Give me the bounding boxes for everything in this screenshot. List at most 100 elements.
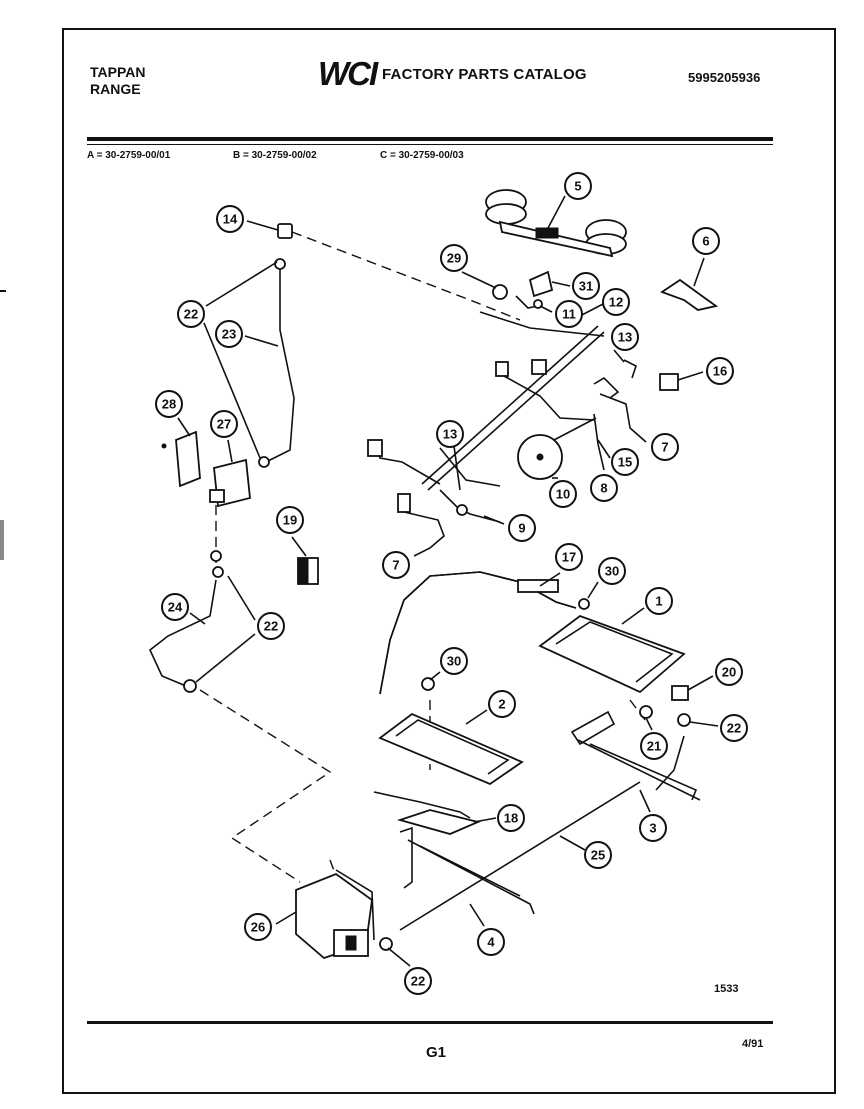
svg-text:6: 6 — [702, 234, 709, 249]
callout-30-b: 30 — [440, 647, 468, 675]
svg-text:29: 29 — [447, 251, 461, 266]
model-b: B = 30-2759-00/02 — [233, 150, 317, 161]
bracket-6 — [660, 257, 719, 311]
svg-text:30: 30 — [605, 564, 619, 579]
rod-25 — [399, 781, 641, 931]
part-30-upper — [421, 671, 441, 691]
svg-text:22: 22 — [184, 307, 198, 322]
part-18 — [373, 791, 497, 835]
svg-text:25: 25 — [591, 848, 605, 863]
svg-text:12: 12 — [609, 295, 623, 310]
callout-22-b: 22 — [257, 612, 285, 640]
svg-text:1: 1 — [655, 594, 662, 609]
callout-12: 12 — [602, 288, 630, 316]
callout-5: 5 — [564, 172, 592, 200]
callout-23: 23 — [215, 320, 243, 348]
callout-24: 24 — [161, 593, 189, 621]
regulator-27-28 — [161, 417, 251, 508]
model-c: C = 30-2759-00/03 — [380, 150, 464, 161]
svg-text:26: 26 — [251, 920, 265, 935]
burner-tube-4 — [399, 826, 535, 927]
svg-text:24: 24 — [168, 600, 183, 615]
svg-text:28: 28 — [162, 397, 176, 412]
wci-logo: WCI — [318, 56, 380, 90]
svg-text:27: 27 — [217, 417, 231, 432]
igniter-cluster-upper — [495, 349, 704, 443]
callout-19: 19 — [276, 506, 304, 534]
svg-text:4: 4 — [487, 935, 495, 950]
callout-15: 15 — [611, 448, 639, 476]
svg-text:22: 22 — [411, 974, 425, 989]
manifold-pipe — [421, 311, 605, 491]
catalog-title: FACTORY PARTS CATALOG — [382, 66, 587, 83]
callout-6: 6 — [692, 227, 720, 255]
revision-date: 4/91 — [742, 1038, 764, 1050]
burner-plate-1 — [538, 607, 686, 694]
svg-text:30: 30 — [447, 654, 461, 669]
svg-text:21: 21 — [647, 739, 661, 754]
valve-26 — [275, 869, 375, 960]
svg-text:10: 10 — [556, 487, 570, 502]
svg-text:31: 31 — [579, 279, 593, 294]
svg-text:14: 14 — [223, 212, 238, 227]
svg-text:13: 13 — [618, 330, 632, 345]
callout-13-a: 13 — [611, 323, 639, 351]
model-a: A = 30-2759-00/01 — [87, 150, 171, 161]
svg-text:8: 8 — [600, 481, 607, 496]
callout-25: 25 — [584, 841, 612, 869]
svg-text:2: 2 — [498, 697, 505, 712]
brand-line-1: TAPPAN — [90, 64, 146, 80]
callout-18: 18 — [497, 804, 525, 832]
callout-22-d: 22 — [404, 967, 432, 995]
callout-30-a: 30 — [598, 557, 626, 585]
fittings-20-21-22 — [639, 675, 719, 731]
svg-text:13: 13 — [443, 427, 457, 442]
callout-2: 2 — [488, 690, 516, 718]
svg-text:16: 16 — [713, 364, 727, 379]
callout-29: 29 — [440, 244, 468, 272]
callout-7-a: 7 — [651, 433, 679, 461]
tube-24 — [149, 550, 256, 693]
catalog-number: 5995205936 — [688, 70, 761, 85]
svg-text:20: 20 — [722, 665, 736, 680]
page-number: G1 — [426, 1044, 447, 1061]
callout-13-b: 13 — [436, 420, 464, 448]
callout-8: 8 — [590, 474, 618, 502]
svg-text:5: 5 — [574, 179, 581, 194]
callout-22-a: 22 — [177, 300, 205, 328]
callout-20: 20 — [715, 658, 743, 686]
svg-text:18: 18 — [504, 811, 518, 826]
burner-tube-3 — [570, 710, 701, 813]
igniter-cluster-lower — [367, 439, 505, 557]
header-rule — [87, 137, 773, 141]
brand-line-2: RANGE — [90, 81, 141, 97]
header-rule-thin — [87, 144, 773, 145]
callouts: 5 14 6 29 31 12 22 11 23 13 16 28 27 13 … — [155, 172, 748, 995]
callout-10: 10 — [549, 480, 577, 508]
burner-plate-2 — [378, 709, 524, 786]
valve-parts-29-31-11 — [461, 270, 604, 317]
callout-16: 16 — [706, 357, 734, 385]
callout-14: 14 — [216, 205, 244, 233]
footer-rule — [87, 1021, 773, 1024]
page-frame — [62, 28, 836, 1094]
svg-text:7: 7 — [392, 558, 399, 573]
callout-31: 31 — [572, 272, 600, 300]
leads-8-15 — [593, 413, 611, 471]
svg-text:3: 3 — [649, 821, 656, 836]
callout-26: 26 — [244, 913, 272, 941]
drawing-reference: 1533 — [714, 983, 739, 995]
svg-text:22: 22 — [727, 721, 741, 736]
callout-22-c: 22 — [720, 714, 748, 742]
svg-text:22: 22 — [264, 619, 278, 634]
tube-17 — [379, 571, 599, 695]
burner-tube-23 — [203, 258, 295, 468]
callout-3: 3 — [639, 814, 667, 842]
callout-21: 21 — [640, 732, 668, 760]
callout-28: 28 — [155, 390, 183, 418]
disc-10 — [517, 417, 597, 480]
callout-1: 1 — [645, 587, 673, 615]
wci-logo-text: WCI — [318, 56, 379, 90]
svg-text:11: 11 — [562, 307, 576, 322]
